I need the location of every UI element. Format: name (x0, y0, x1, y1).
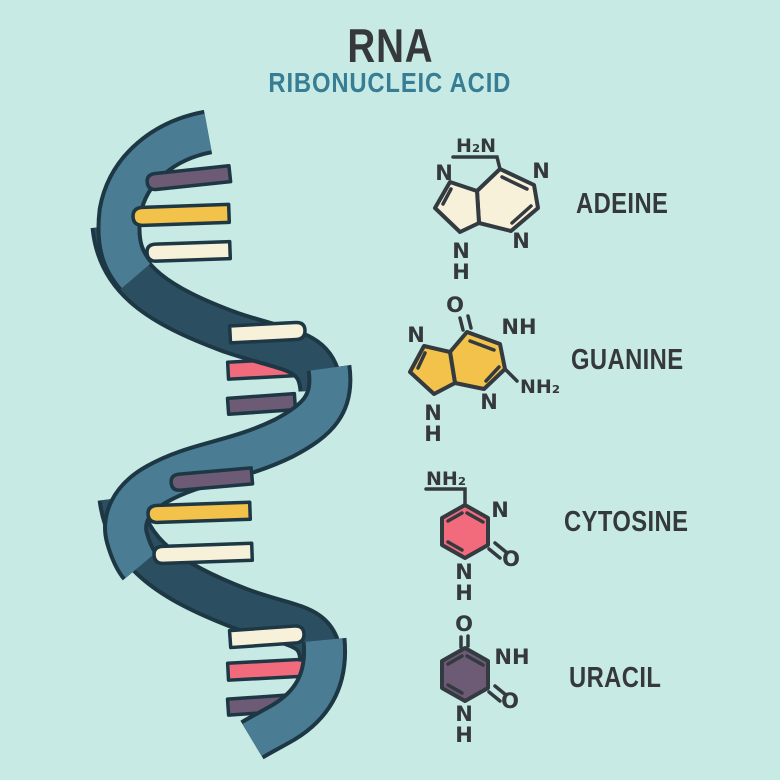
helix-rung-purple-mid (225, 391, 298, 417)
helix-rung-purple-midleft (169, 466, 255, 492)
uracil-nh-n: N (455, 702, 473, 726)
uracil-structure: O NH O N H (440, 612, 530, 747)
adenine-n-left: N (435, 161, 453, 185)
cytosine-amine-label: NH₂ (426, 468, 466, 490)
helix-strand-front-bottom (240, 637, 348, 760)
adenine-pentagon-ring (433, 180, 481, 234)
cytosine-nh-h: H (455, 581, 473, 605)
cytosine-double-bonds (424, 487, 508, 560)
adenine-structure: H₂N N N N N H (433, 135, 550, 284)
guanine-pentagon-ring (408, 344, 457, 396)
label-adenine: ADEINE (576, 188, 669, 220)
guanine-structure: O NH N NH₂ N N H (407, 293, 560, 446)
cytosine-structure: NH₂ N O N H (424, 468, 520, 605)
helix-rung-yellow-top (131, 202, 232, 228)
helix-rung-cream-mid (227, 320, 307, 345)
adenine-n-top-right: N (532, 159, 550, 183)
adenine-n-bottom: N (512, 229, 530, 253)
uracil-double-bonds (446, 634, 508, 703)
guanine-nh-h: H (424, 422, 442, 446)
label-uracil: URACIL (569, 662, 662, 694)
helix-strand-front-top (96, 109, 213, 291)
cytosine-n-top-right: N (491, 498, 509, 522)
guanine-nh-n: N (424, 401, 442, 425)
helix-rung-purple-top (145, 164, 233, 192)
guanine-double-bonds (416, 314, 519, 383)
uracil-hexagon-ring (440, 646, 490, 703)
uracil-o-right: O (501, 689, 519, 713)
cytosine-nh-n: N (455, 560, 473, 584)
guanine-n-bottom: N (480, 390, 498, 414)
guanine-n-left: N (407, 323, 425, 347)
label-cytosine: CYTOSINE (564, 506, 689, 538)
adenine-amine-label: H₂N (456, 135, 496, 157)
helix-rung-yellow-midleft (146, 500, 253, 525)
guanine-nh-top-right: NH (501, 315, 536, 339)
helix-rung-cream-bottom (227, 624, 306, 650)
guanine-amine-label: NH₂ (520, 376, 560, 398)
rna-helix (90, 109, 353, 760)
adenine-nh-n: N (452, 239, 470, 263)
uracil-nh-top-right: NH (494, 645, 529, 669)
cytosine-o-right: O (502, 547, 520, 571)
adenine-double-bonds (441, 155, 533, 225)
uracil-nh-h: H (455, 723, 473, 747)
guanine-o-top: O (446, 293, 464, 317)
cytosine-hexagon-ring (440, 503, 490, 560)
helix-rung-cream-midleft (152, 541, 255, 566)
page-subtitle: RIBONUCLEIC ACID (268, 67, 512, 98)
helix-rung-cream-top (145, 239, 233, 263)
page-title: RNA (347, 19, 433, 72)
uracil-o-top: O (455, 612, 473, 636)
guanine-hexagon-ring (448, 330, 507, 391)
adenine-nh-h: H (452, 260, 470, 284)
label-guanine: GUANINE (571, 344, 684, 376)
